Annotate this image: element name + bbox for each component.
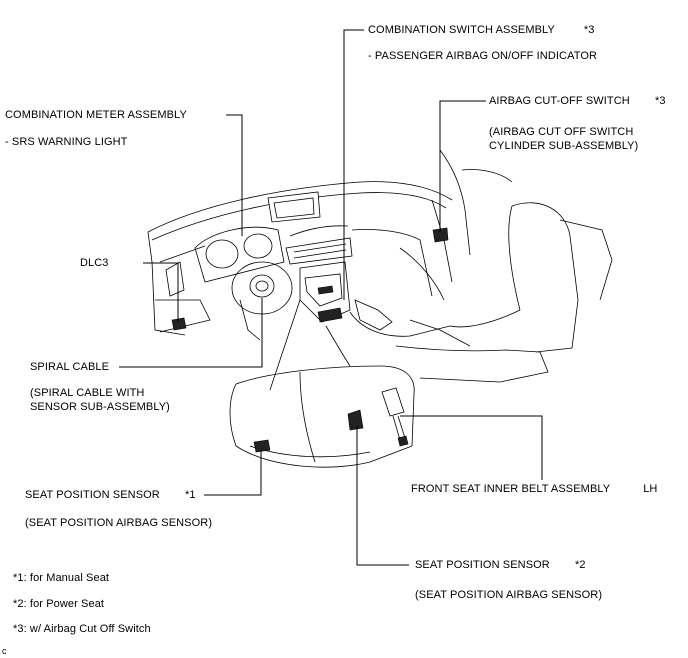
front-belt-label: FRONT SEAT INNER BELT ASSEMBLY LH (411, 483, 657, 496)
footnote: *1: for Manual Seat (13, 572, 110, 584)
front-belt-title: FRONT SEAT INNER BELT ASSEMBLY (411, 483, 611, 495)
footnote: *3: w/ Airbag Cut Off Switch (13, 623, 151, 635)
seat-sensor-2-title: SEAT POSITION SENSOR (415, 559, 550, 571)
seat-sensor-2-label: SEAT POSITION SENSOR *2 (415, 559, 586, 572)
airbag-cutoff-sub-1: (AIRBAG CUT OFF SWITCH (489, 126, 634, 138)
combination-switch-label: COMBINATION SWITCH ASSEMBLY *3 (368, 24, 594, 37)
airbag-cutoff-note: *3 (654, 95, 666, 107)
seat-sensor-2-note: *2 (575, 559, 586, 571)
spiral-cable-sub-2: SENSOR SUB-ASSEMBLY) (30, 401, 170, 413)
footnote: *2: for Power Seat (13, 598, 105, 610)
seat-sensor-1-label: SEAT POSITION SENSOR *1 (25, 489, 196, 502)
combination-switch-title: COMBINATION SWITCH ASSEMBLY (368, 24, 555, 36)
front-belt-side: LH (643, 483, 658, 495)
dashboard-sketch (147, 149, 613, 468)
combination-meter-label: COMBINATION METER ASSEMBLY (5, 109, 187, 121)
srs-warning-label: - SRS WARNING LIGHT (5, 136, 128, 148)
seat-sensor-1-title: SEAT POSITION SENSOR (25, 489, 160, 501)
seat-sensor-2-sub: (SEAT POSITION AIRBAG SENSOR) (415, 589, 603, 601)
seat-sensor-1-sub: (SEAT POSITION AIRBAG SENSOR) (25, 517, 213, 529)
seat-sensor-1-note: *1 (185, 489, 196, 501)
airbag-cutoff-sub-2: CYLINDER SUB-ASSEMBLY) (489, 140, 639, 152)
spiral-cable-sub-1: (SPIRAL CABLE WITH (30, 387, 145, 399)
passenger-indicator-label: - PASSENGER AIRBAG ON/OFF INDICATOR (368, 50, 598, 62)
spiral-cable-label: SPIRAL CABLE (30, 361, 110, 373)
dlc3-label: DLC3 (80, 257, 109, 269)
figure-code: c (2, 646, 7, 656)
combination-switch-note: *3 (583, 24, 595, 36)
airbag-cutoff-label: AIRBAG CUT-OFF SWITCH *3 (489, 95, 666, 108)
airbag-cutoff-title: AIRBAG CUT-OFF SWITCH (489, 95, 630, 107)
leader-lines (119, 29, 543, 566)
